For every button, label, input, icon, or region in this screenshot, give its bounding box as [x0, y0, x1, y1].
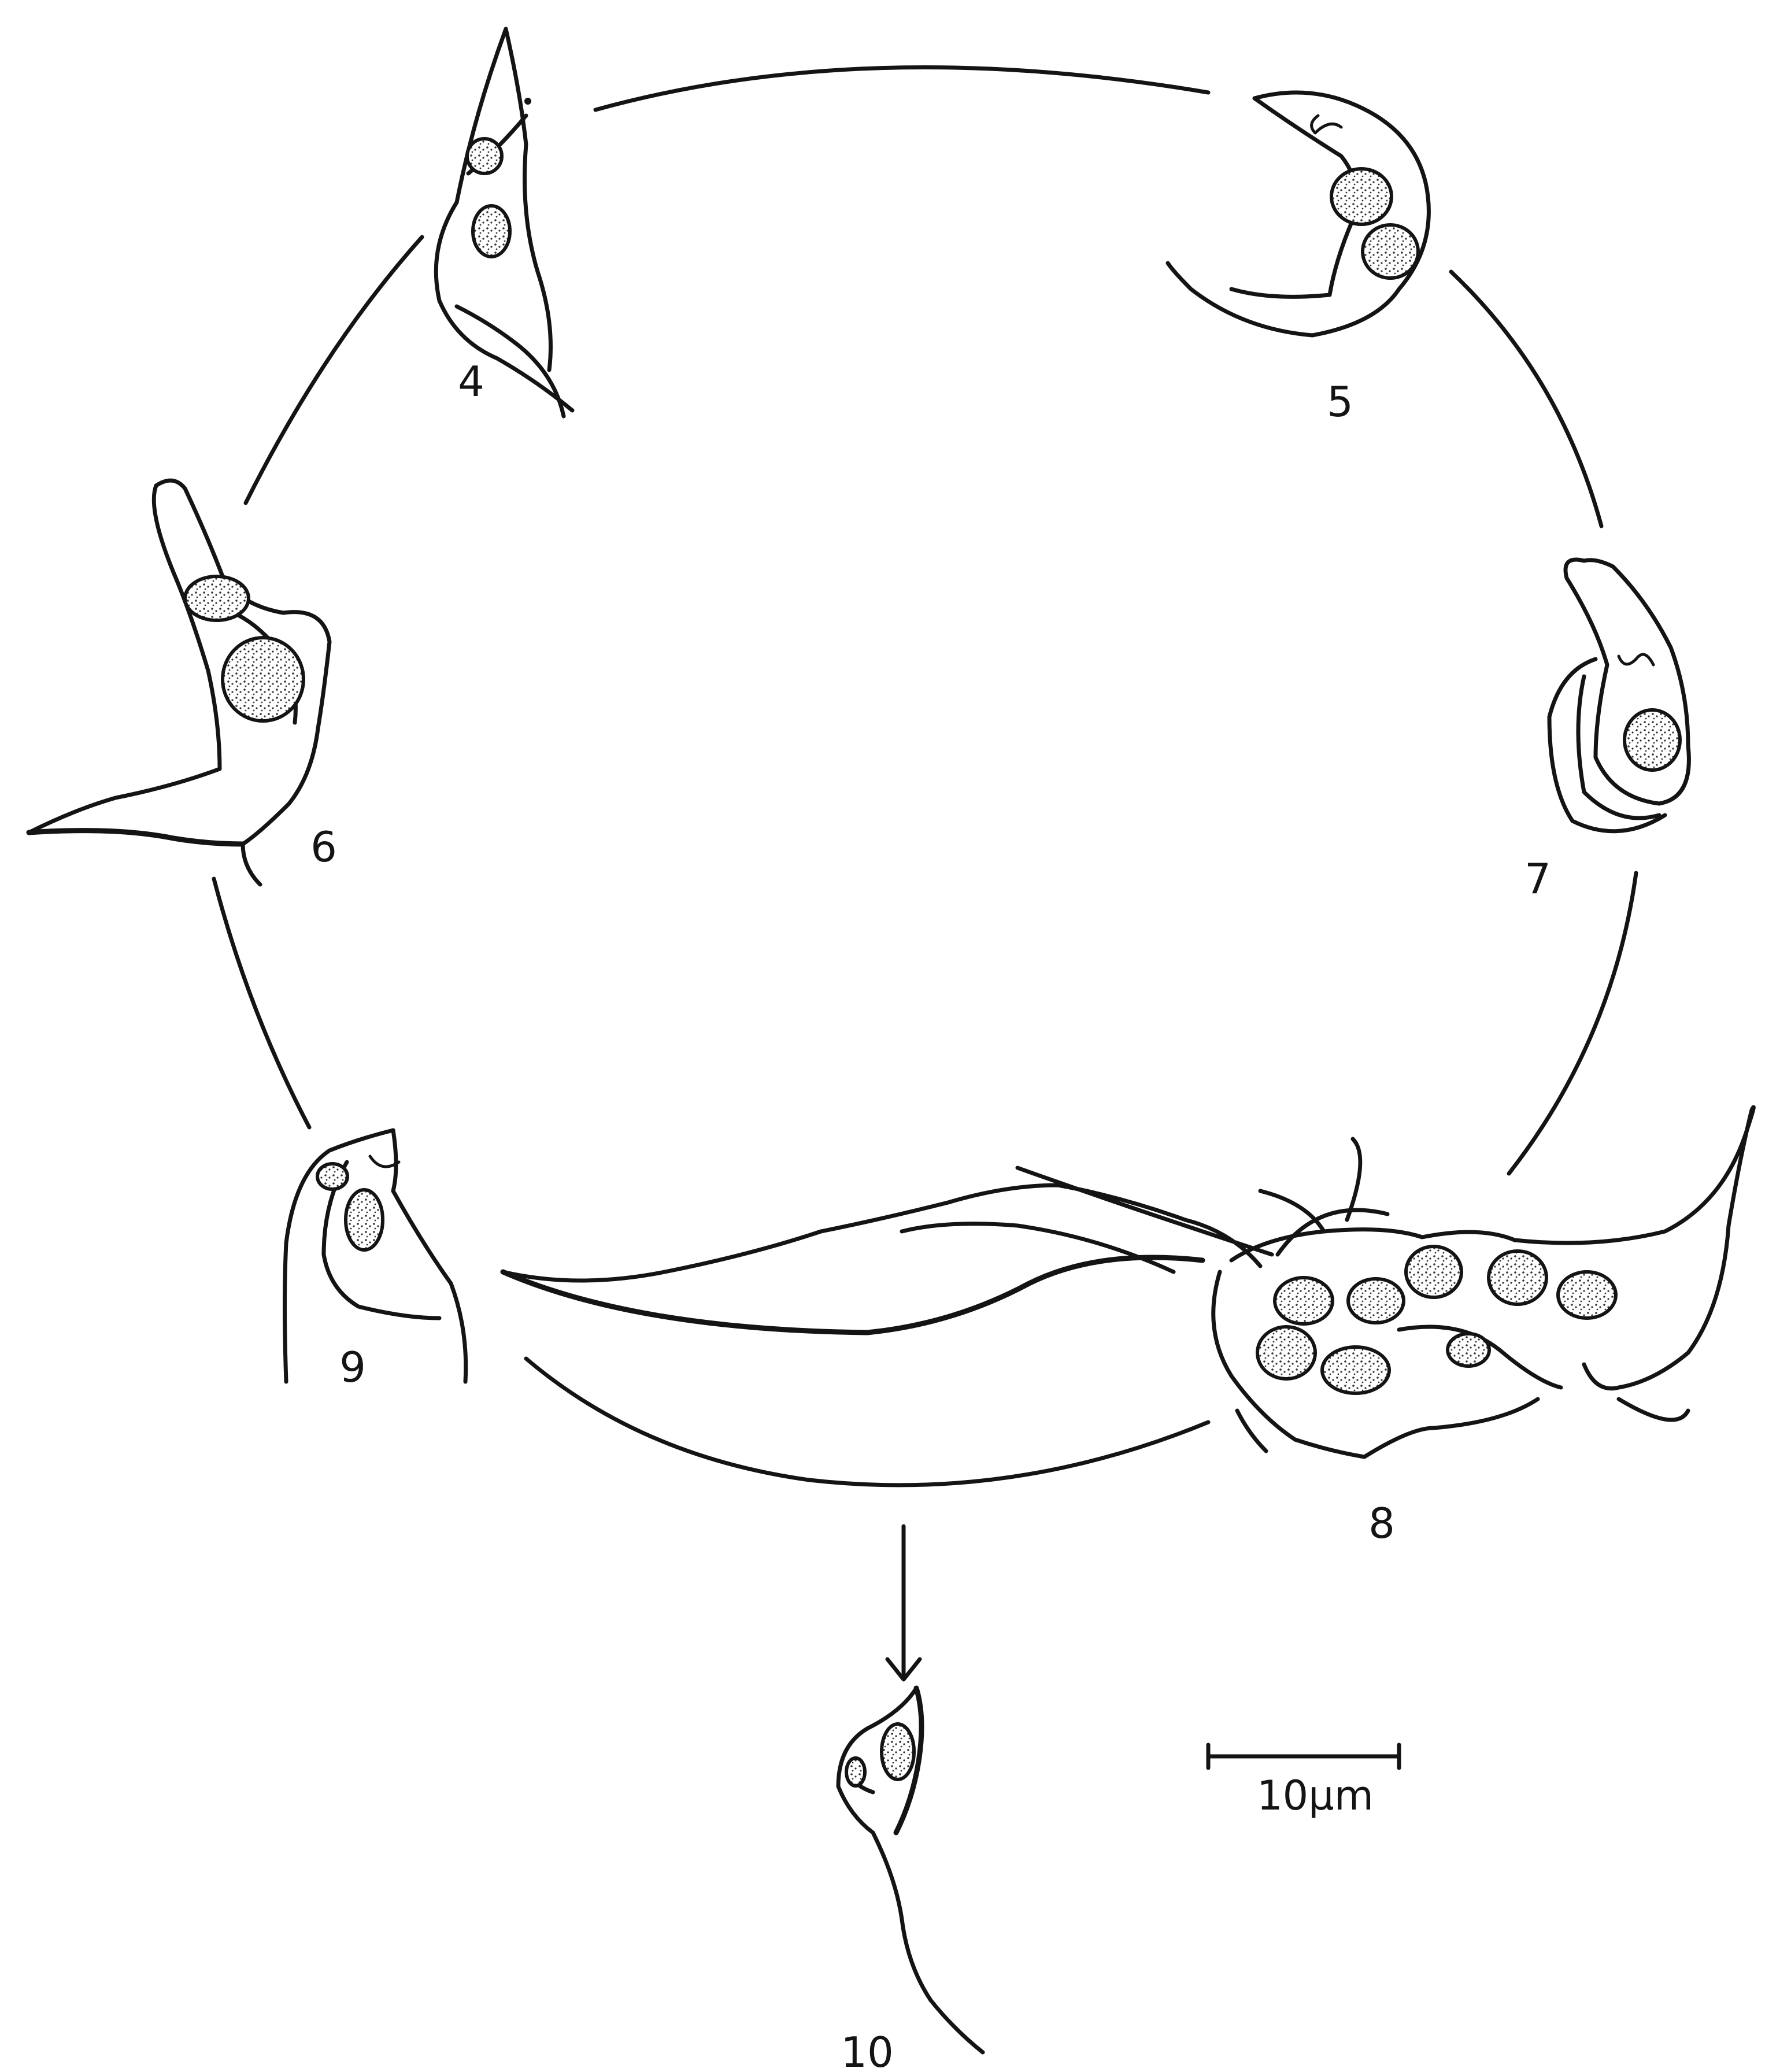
arc-6-to-4 — [246, 237, 422, 503]
arc-7-to-8 — [1509, 873, 1636, 1174]
stage-label-5: 5 — [1327, 378, 1353, 426]
stage-9-cell — [285, 1130, 466, 1382]
arc-4-to-5 — [595, 68, 1208, 110]
stage-label-9: 9 — [339, 1343, 366, 1392]
scale-bar: 10µm — [1208, 1745, 1399, 1819]
stage-6-cell — [29, 480, 330, 885]
stage-label-10: 10 — [841, 2028, 894, 2072]
stage-8-cell-cluster — [503, 1107, 1753, 1457]
stage-label-8: 8 — [1368, 1499, 1395, 1548]
arrow-to-stage-10 — [887, 1526, 920, 1679]
arc-9-to-6 — [214, 879, 309, 1127]
stage-10-cell — [838, 1688, 983, 2052]
arc-5-to-7 — [1451, 272, 1601, 526]
stage-5-cell — [1168, 92, 1429, 335]
stage-7-cell — [1549, 560, 1689, 831]
stage-label-4: 4 — [458, 357, 484, 406]
stage-4-cell — [436, 29, 572, 416]
scale-bar-label: 10µm — [1257, 1772, 1374, 1819]
stage-label-6: 6 — [310, 823, 337, 871]
arc-8-to-9 — [526, 1359, 1208, 1485]
stage-label-7: 7 — [1524, 854, 1551, 903]
